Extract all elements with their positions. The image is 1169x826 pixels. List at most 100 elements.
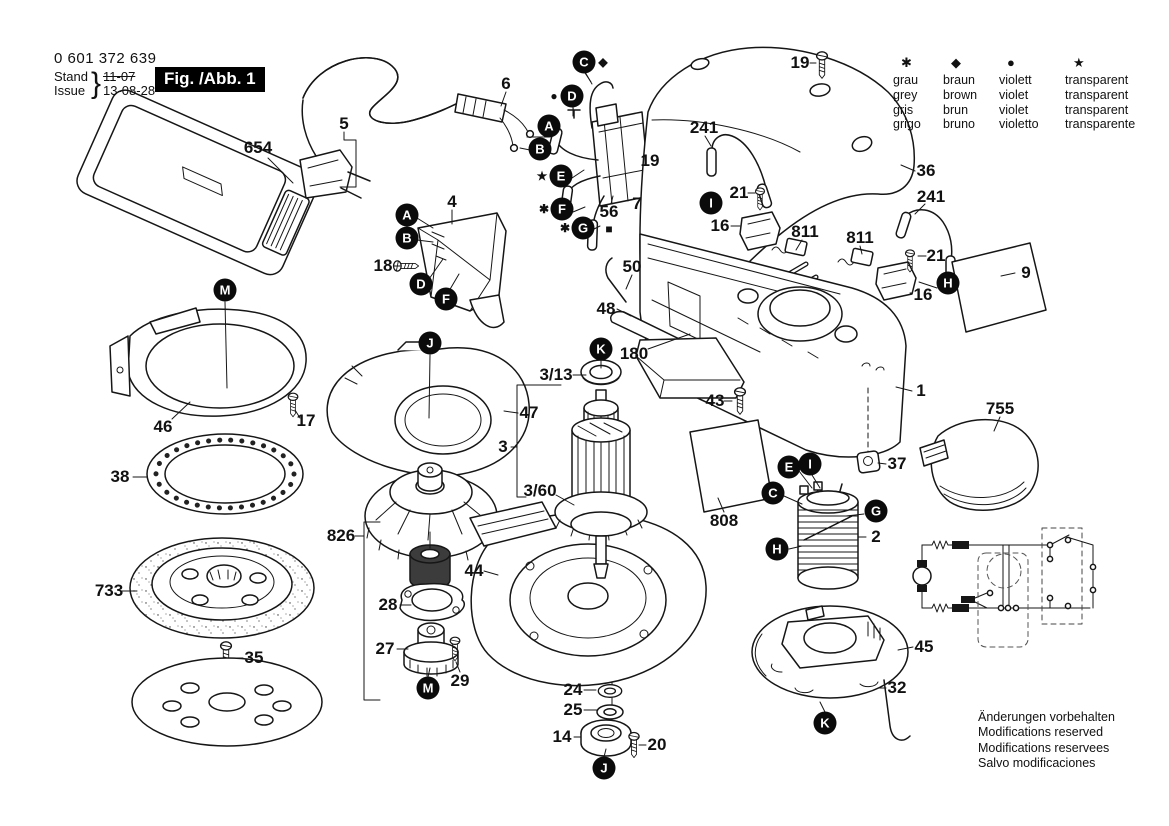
part-brush-811-right xyxy=(837,245,874,267)
notice-line: Modifications reservees xyxy=(978,740,1110,755)
letter-marker-E: E xyxy=(549,164,573,188)
part-nut-37 xyxy=(856,450,887,474)
part-label-2: 2 xyxy=(871,527,881,546)
part-label-3-13: 3/13 xyxy=(539,365,573,384)
part-dustbox-654 xyxy=(76,89,319,276)
letter-marker-M: M xyxy=(213,278,237,302)
legend-cell: violet xyxy=(999,102,1029,117)
part-label-32: 32 xyxy=(887,678,907,697)
part-outlet-755 xyxy=(919,416,1039,512)
part-plug-5 xyxy=(299,99,371,199)
part-label-826: 826 xyxy=(326,526,356,545)
letter-marker-F: F xyxy=(550,197,574,221)
legend-symbol-transparent: ★ xyxy=(1073,55,1085,70)
part-label-44: 44 xyxy=(464,561,484,580)
part-skirt-44 xyxy=(469,501,707,739)
letter-marker-F: F xyxy=(434,287,458,311)
part-label-3-60: 3/60 xyxy=(523,481,557,500)
part-label-16: 16 xyxy=(710,216,730,235)
part-baffle-45 xyxy=(751,605,914,713)
legend-cell: gris xyxy=(893,102,914,117)
part-label-45: 45 xyxy=(914,637,934,656)
legend-cell: transparent xyxy=(1065,87,1129,102)
part-armature-3 xyxy=(510,359,648,579)
part-label-28: 28 xyxy=(378,595,398,614)
part-cover-47 xyxy=(326,341,530,477)
part-label-241: 241 xyxy=(689,118,719,137)
notice-line: Salvo modificaciones xyxy=(978,755,1096,770)
letter-marker-K: K xyxy=(813,711,837,735)
letter-marker-E: E xyxy=(777,455,801,479)
issue-label: Issue xyxy=(54,83,86,99)
part-panel-9 xyxy=(951,242,1047,333)
part-label-27: 27 xyxy=(375,639,395,658)
issue-date-value: 13-08-28 xyxy=(103,83,156,99)
letter-marker-D: D xyxy=(409,272,433,296)
letter-marker-J: J xyxy=(592,756,616,780)
part-screw-43 xyxy=(723,387,747,416)
letter-marker-H: H xyxy=(765,537,789,561)
letter-marker-G: G xyxy=(571,216,595,240)
part-label-755: 755 xyxy=(985,399,1015,418)
part-label-46: 46 xyxy=(153,417,173,436)
part-washers-bearing xyxy=(573,684,647,759)
part-flange-27 xyxy=(396,622,459,678)
notice-line: Modifications reserved xyxy=(978,725,1104,740)
inline-symbol: ● xyxy=(550,89,558,103)
part-label-24: 24 xyxy=(563,680,583,699)
part-fan-826 xyxy=(354,462,498,701)
letter-marker-H: H xyxy=(936,271,960,295)
color-legend: ✱ ◆ ● ★ grau braun violett transparent g… xyxy=(893,55,1165,132)
part-label-47: 47 xyxy=(519,403,539,422)
inline-symbol: ★ xyxy=(536,169,548,183)
part-rod-50 xyxy=(605,257,633,303)
part-label-241: 241 xyxy=(916,187,946,206)
part-label-18: 18 xyxy=(373,256,393,275)
part-gasket-28 xyxy=(399,582,466,622)
legend-cell: transparente xyxy=(1065,117,1136,132)
letter-marker-C: C xyxy=(761,481,785,505)
part-label-56: 56 xyxy=(599,202,619,221)
doc-info: 0 601 372 639 Stand Issue } 11-07 13-08-… xyxy=(54,50,156,99)
part-label-733: 733 xyxy=(94,581,124,600)
letter-marker-A: A xyxy=(537,114,561,138)
part-clip-32 xyxy=(877,679,911,741)
part-label-21: 21 xyxy=(729,183,749,202)
part-cord-6 xyxy=(302,57,535,153)
legend-cell: violett xyxy=(999,73,1032,87)
part-label-50: 50 xyxy=(622,257,642,276)
part-label-29: 29 xyxy=(450,671,470,690)
legend-cell: violetto xyxy=(999,117,1039,132)
legend-cell: grigo xyxy=(893,117,921,132)
part-label-14: 14 xyxy=(552,727,572,746)
part-label-17: 17 xyxy=(296,411,316,430)
part-label-7: 7 xyxy=(632,194,642,213)
part-label-37: 37 xyxy=(887,454,907,473)
part-label-3: 3 xyxy=(498,437,508,456)
inline-symbol: ✱ xyxy=(538,202,550,216)
part-sanding-disc xyxy=(131,657,323,747)
part-panel-808 xyxy=(689,419,773,513)
legend-symbol-grey: ✱ xyxy=(901,55,912,70)
letter-marker-M: M xyxy=(416,676,440,700)
part-pad-733 xyxy=(121,537,315,701)
legend-cell: transparent xyxy=(1065,73,1129,87)
part-label-19: 19 xyxy=(640,151,660,170)
part-label-48: 48 xyxy=(596,299,616,318)
legend-cell: brun xyxy=(943,102,969,117)
part-label-4: 4 xyxy=(447,192,457,211)
inline-symbol: ✱ xyxy=(559,221,571,235)
part-label-1: 1 xyxy=(916,381,926,400)
part-switch-4 xyxy=(392,209,507,329)
legend-cell: braun xyxy=(943,73,975,87)
legend-symbol-brown: ◆ xyxy=(951,55,961,70)
part-housing-1 xyxy=(639,233,913,458)
letter-marker-B: B xyxy=(528,137,552,161)
part-label-811: 811 xyxy=(791,222,819,241)
part-label-36: 36 xyxy=(916,161,936,180)
part-ring-38 xyxy=(132,433,304,515)
part-label-19: 19 xyxy=(790,53,810,72)
legend-cell: bruno xyxy=(943,117,975,132)
part-label-43: 43 xyxy=(705,391,725,410)
